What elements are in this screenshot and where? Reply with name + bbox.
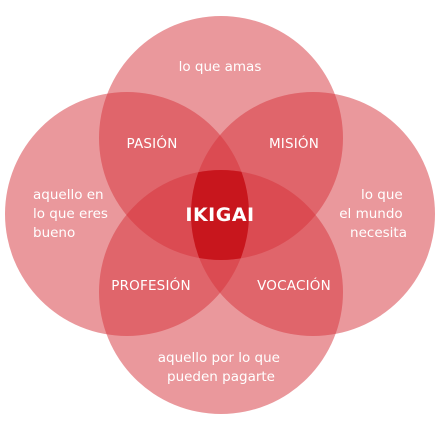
bottom-circle-label: aquello por lo que pueden pagarte [158, 350, 284, 385]
left-circle-label-line: aquello en [33, 187, 104, 203]
right-circle-label-line: lo que [361, 187, 403, 203]
overlap-profesion-label: PROFESIÓN [111, 276, 191, 294]
ikigai-center-label: IKIGAI [185, 204, 254, 226]
overlap-pasion-label: PASIÓN [127, 134, 178, 152]
left-circle-label: aquello en lo que eres bueno [33, 187, 112, 241]
right-circle-label-line: el mundo [339, 206, 402, 222]
circle-bottom [99, 170, 343, 414]
bottom-circle-label-line: aquello por lo que [158, 350, 280, 366]
overlap-mision-label: MISIÓN [269, 134, 319, 152]
top-circle-label-line: lo que amas [179, 59, 262, 75]
left-circle-label-line: lo que eres [33, 206, 108, 222]
top-circle-label: lo que amas [179, 59, 262, 75]
right-circle-label-line: necesita [350, 225, 407, 241]
bottom-circle-label-line: pueden pagarte [167, 369, 275, 385]
left-circle-label-line: bueno [33, 225, 75, 241]
right-circle-label: lo que el mundo necesita [339, 187, 407, 241]
overlap-vocacion-label: VOCACIÓN [257, 276, 331, 294]
